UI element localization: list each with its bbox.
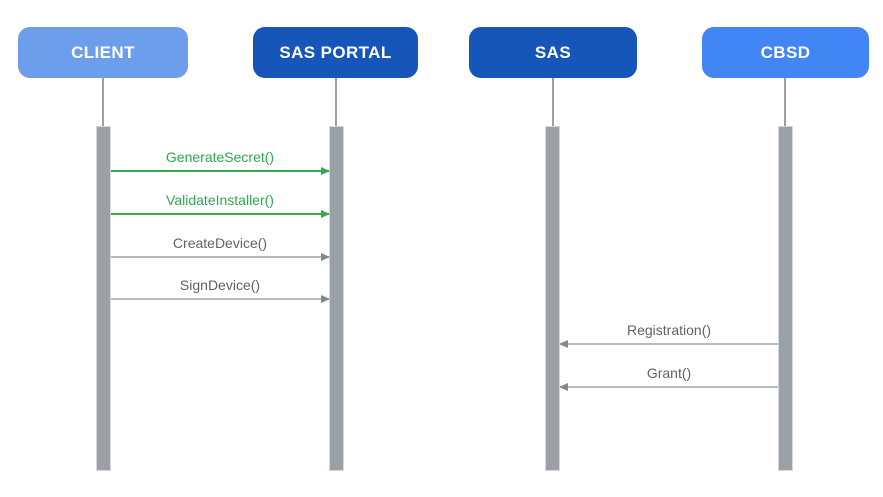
arrow-line xyxy=(560,386,778,388)
arrow-line xyxy=(560,343,778,345)
message-label: CreateDevice() xyxy=(172,235,268,251)
message-create-device: CreateDevice() xyxy=(111,235,330,261)
message-registration: Registration() xyxy=(559,322,778,348)
message-grant: Grant() xyxy=(559,365,778,391)
actor-box-sas: SAS xyxy=(469,27,637,78)
message-validate-installer: ValidateInstaller() xyxy=(111,192,330,218)
lifeline-stem-sas-portal xyxy=(335,78,337,126)
message-label: ValidateInstaller() xyxy=(166,192,274,208)
message-generate-secret: GenerateSecret() xyxy=(111,149,330,175)
actor-box-sas-portal: SAS PORTAL xyxy=(253,27,418,78)
activation-bar-cbsd xyxy=(778,126,793,471)
activation-bar-client xyxy=(96,126,111,471)
arrow-line xyxy=(111,256,329,258)
lifeline-stem-client xyxy=(102,78,104,126)
arrow-line xyxy=(111,298,329,300)
message-label: SignDevice() xyxy=(179,277,261,293)
arrow-head-left-icon xyxy=(559,340,568,348)
arrow-head-right-icon xyxy=(321,253,330,261)
message-label: Registration() xyxy=(626,322,712,338)
arrow-head-right-icon xyxy=(321,210,330,218)
message-label: GenerateSecret() xyxy=(165,149,275,165)
arrow-line xyxy=(111,213,329,215)
message-label: Grant() xyxy=(646,365,692,381)
lifeline-stem-cbsd xyxy=(784,78,786,126)
message-sign-device: SignDevice() xyxy=(111,277,330,303)
arrow-head-right-icon xyxy=(321,295,330,303)
activation-bar-sas-portal xyxy=(329,126,344,471)
arrow-head-left-icon xyxy=(559,383,568,391)
lifeline-stem-sas xyxy=(552,78,554,126)
actor-box-cbsd: CBSD xyxy=(702,27,869,78)
arrow-line xyxy=(111,170,329,172)
activation-bar-sas xyxy=(545,126,560,471)
actor-box-client: CLIENT xyxy=(18,27,188,78)
arrow-head-right-icon xyxy=(321,167,330,175)
